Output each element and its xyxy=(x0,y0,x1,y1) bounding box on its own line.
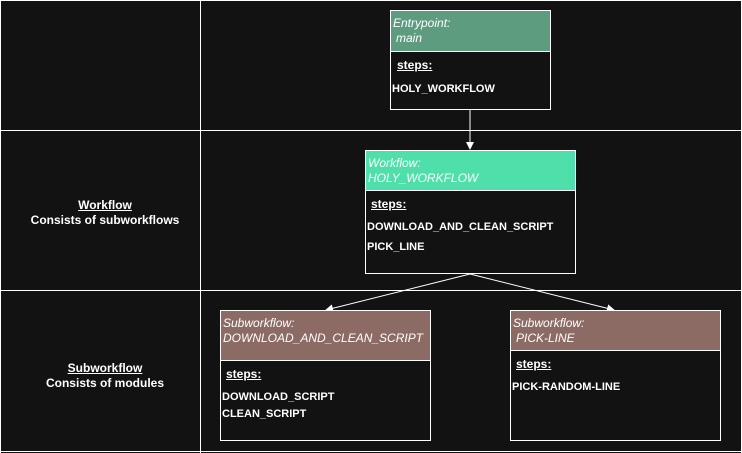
subworkflow-download-steps-label: steps: xyxy=(226,367,262,381)
subworkflow-pick-name: PICK-LINE xyxy=(516,331,575,345)
row-title-workflow: Workflow xyxy=(78,198,132,212)
entrypoint-header: Entrypoint: main xyxy=(391,11,550,52)
grid-column-divider xyxy=(200,0,201,453)
grid-border-left xyxy=(0,0,1,453)
subworkflow-pick-header: Subworkflow: PICK-LINE xyxy=(511,311,720,351)
arrow-workflow-to-pick xyxy=(469,273,615,313)
workflow-kind: Workflow: xyxy=(368,156,421,170)
subworkflow-pick-steps-label: steps: xyxy=(516,357,552,371)
arrow-workflow-to-download xyxy=(325,273,471,313)
entrypoint-steps-label: steps: xyxy=(397,58,433,72)
subworkflow-download-node[interactable]: Subworkflow: DOWNLOAD_AND_CLEAN_SCRIPT s… xyxy=(220,310,431,441)
workflow-node[interactable]: Workflow: HOLY_WORKFLOW steps: DOWNLOAD_… xyxy=(365,150,576,274)
subworkflow-download-step-2: CLEAN_SCRIPT xyxy=(222,408,307,420)
row-label-subworkflow: Subworkflow Consists of modules xyxy=(0,361,210,391)
grid-border-bottom xyxy=(0,451,742,452)
workflow-name: HOLY_WORKFLOW xyxy=(368,171,479,185)
row-title-subworkflow: Subworkflow xyxy=(67,361,143,375)
workflow-step-1: DOWNLOAD_AND_CLEAN_SCRIPT xyxy=(367,221,554,233)
entrypoint-kind: Entrypoint: xyxy=(393,16,451,30)
subworkflow-download-name: DOWNLOAD_AND_CLEAN_SCRIPT xyxy=(223,331,424,345)
subworkflow-pick-node[interactable]: Subworkflow: PICK-LINE steps: PICK-RANDO… xyxy=(510,310,721,441)
row-description-workflow: Consists of subworkflows xyxy=(30,213,180,227)
subworkflow-pick-step: PICK-RANDOM-LINE xyxy=(512,381,621,393)
entrypoint-name: main xyxy=(396,31,423,45)
subworkflow-download-header: Subworkflow: DOWNLOAD_AND_CLEAN_SCRIPT xyxy=(221,311,430,361)
grid-border-top xyxy=(0,0,742,1)
grid-row-divider-1 xyxy=(0,130,742,131)
subworkflow-pick-kind: Subworkflow: xyxy=(513,316,585,330)
row-description-subworkflow: Consists of modules xyxy=(45,376,164,390)
entrypoint-node[interactable]: Entrypoint: main steps: HOLY_WORKFLOW xyxy=(390,10,551,110)
row-label-workflow: Workflow Consists of subworkflows xyxy=(0,198,210,228)
subworkflow-download-kind: Subworkflow: xyxy=(223,316,295,330)
workflow-steps-label: steps: xyxy=(371,197,407,211)
subworkflow-download-step-1: DOWNLOAD_SCRIPT xyxy=(222,391,335,403)
entrypoint-step: HOLY_WORKFLOW xyxy=(392,83,495,95)
grid-row-divider-2 xyxy=(0,290,742,291)
workflow-header: Workflow: HOLY_WORKFLOW xyxy=(366,151,575,191)
workflow-step-2: PICK_LINE xyxy=(367,241,425,253)
